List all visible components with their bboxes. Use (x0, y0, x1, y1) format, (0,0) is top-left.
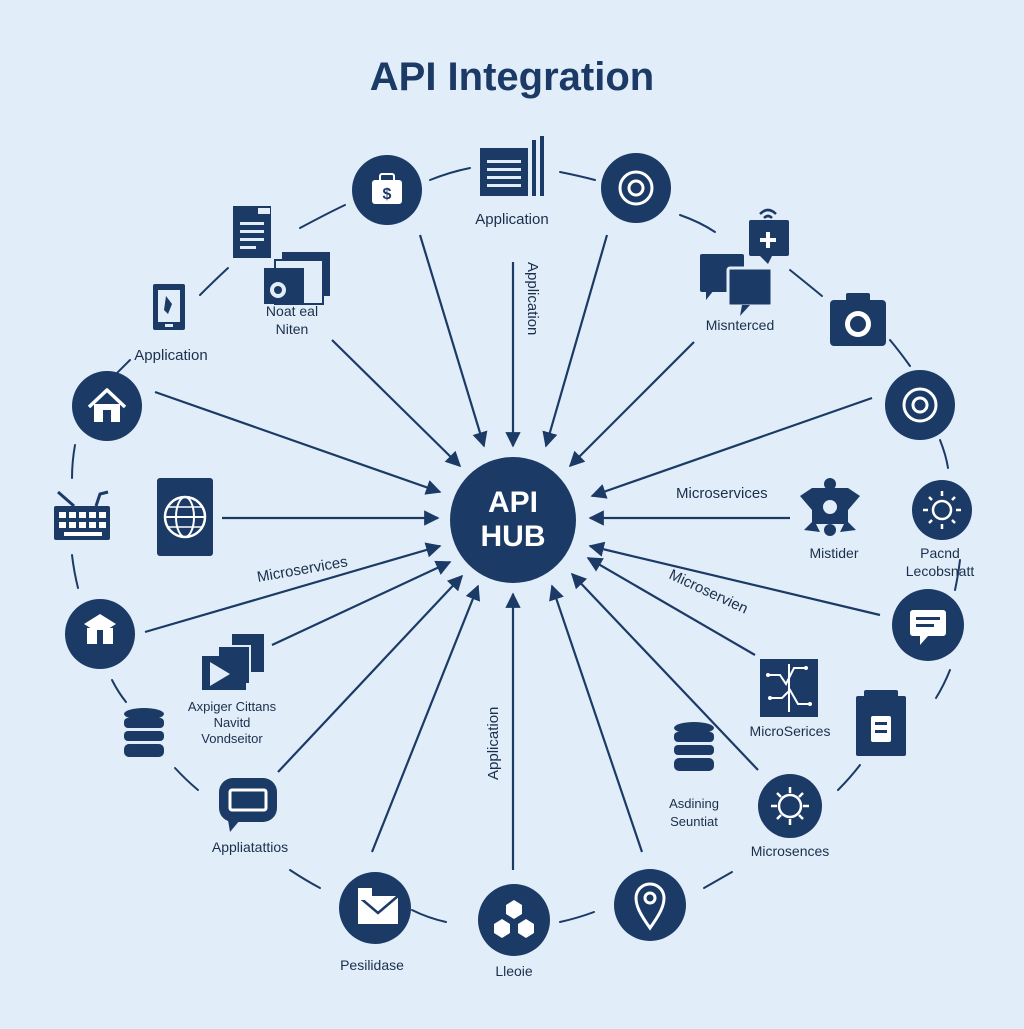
database-icon (124, 708, 164, 757)
home-icon (87, 388, 127, 422)
node-label: MicroSerices (750, 723, 831, 739)
arrow-left-lower (144, 542, 442, 634)
circuit-icon (760, 659, 818, 717)
arrow-lower-left-2 (277, 574, 464, 773)
connection-label-right-horizontal: Microservices (676, 485, 768, 502)
node-sun[interactable]: Pacnd Lecobsnatt (906, 480, 975, 579)
arrow-upper-right (568, 341, 695, 468)
arrow-bottom-right (549, 584, 644, 853)
node-label: Application (475, 211, 548, 228)
node-puzzle[interactable]: Mistider (800, 478, 860, 561)
node-message-right[interactable] (892, 589, 964, 661)
target-icon (902, 387, 938, 423)
chat-plus-icon (700, 208, 789, 316)
node-printer[interactable] (856, 690, 906, 756)
node-label: Lecobsnatt (906, 563, 975, 579)
node-label: Vondseitor (201, 731, 263, 746)
node-label: Microsences (751, 843, 830, 859)
hub-label-line1: API (488, 486, 538, 519)
image-gallery-icon (264, 252, 330, 305)
message-icon (219, 778, 277, 832)
node-video[interactable]: Axpiger Cittans Navitd Vondseitor (188, 634, 277, 746)
node-label: Pacnd (920, 545, 960, 561)
arrow-top-right (542, 234, 609, 448)
globe-icon (157, 478, 213, 556)
node-virus[interactable]: Microsences (751, 774, 830, 859)
node-label: Seuntiat (670, 814, 718, 829)
node-label: Navitd (214, 715, 251, 730)
node-chat-plus[interactable]: Misnterced (700, 208, 789, 333)
connection-label-top-vertical: Application (524, 262, 541, 335)
arrow-upper-left (331, 339, 462, 468)
map-pin-icon (634, 882, 666, 931)
connection-label-left: Microservices (256, 553, 349, 586)
dollar-bag-icon: $ (372, 173, 402, 204)
node-label: Mistider (809, 545, 858, 561)
box-icon (84, 614, 116, 644)
document-stack-icon (480, 136, 544, 196)
arrow-left-upper (154, 390, 442, 495)
keyboard-icon (54, 490, 110, 540)
connection-label-bottom: Application (485, 707, 502, 780)
arrow-bottom-left (370, 584, 481, 853)
camera-icon (830, 293, 886, 346)
video-icon (202, 634, 264, 690)
diagram-title: API Integration (370, 55, 654, 99)
api-hub[interactable]: API HUB (450, 457, 576, 583)
hub-label-line2: HUB (481, 520, 546, 553)
node-label: Asdining (669, 796, 719, 811)
printer-icon (856, 690, 906, 756)
node-label: Misnterced (706, 317, 774, 333)
arrow-top-left (418, 234, 488, 448)
arrow-lower-right-1 (586, 557, 756, 656)
node-doc-stack[interactable]: Application (475, 136, 549, 228)
virus-icon (771, 787, 809, 825)
connector-arrows (144, 234, 881, 870)
node-label: Pesilidase (340, 957, 404, 973)
node-label: Axpiger Cittans (188, 699, 277, 714)
node-circuit[interactable]: MicroSerices (750, 659, 831, 739)
arrow-right-lower (588, 541, 881, 617)
node-database-right[interactable]: Asdining Seuntiat (669, 722, 719, 829)
node-database-left[interactable] (124, 708, 164, 757)
clipboard-icon (233, 206, 271, 258)
arrow-right-upper (590, 396, 873, 499)
node-tablet[interactable]: Application (134, 284, 208, 364)
hexagon-cluster-icon (494, 900, 534, 938)
node-clipboard[interactable] (233, 206, 271, 258)
message-icon (910, 610, 946, 645)
arrow-lower-left-1 (271, 560, 452, 646)
node-envelope[interactable]: Pesilidase (339, 872, 411, 973)
node-hexagons[interactable]: Lleoie (478, 884, 550, 979)
node-keyboard[interactable] (54, 490, 110, 540)
tablet-icon (153, 284, 185, 330)
node-label: Noat eal (266, 303, 318, 319)
node-target-right[interactable] (885, 370, 955, 440)
svg-text:$: $ (383, 186, 392, 203)
puzzle-icon (800, 478, 860, 536)
dashed-ring (71, 167, 961, 923)
node-label: Lleoie (495, 963, 533, 979)
node-globe[interactable] (157, 478, 213, 556)
node-camera[interactable] (830, 293, 886, 346)
node-target-top[interactable] (601, 153, 671, 223)
node-label: Appliatattios (212, 839, 288, 855)
node-box[interactable] (65, 599, 135, 669)
envelope-icon (357, 888, 399, 924)
target-icon (618, 170, 654, 206)
database-icon (674, 722, 714, 771)
node-pin[interactable] (614, 869, 686, 941)
arrow-lower-right-2 (570, 572, 759, 771)
node-home[interactable] (72, 371, 142, 441)
node-label: Application (134, 347, 207, 364)
node-gallery[interactable]: Noat eal Niten (264, 252, 330, 337)
sun-gear-icon (923, 491, 961, 529)
node-dollar-bag[interactable]: $ (352, 155, 422, 225)
node-label: Niten (276, 321, 309, 337)
node-message-left[interactable]: Appliatattios (212, 778, 288, 855)
